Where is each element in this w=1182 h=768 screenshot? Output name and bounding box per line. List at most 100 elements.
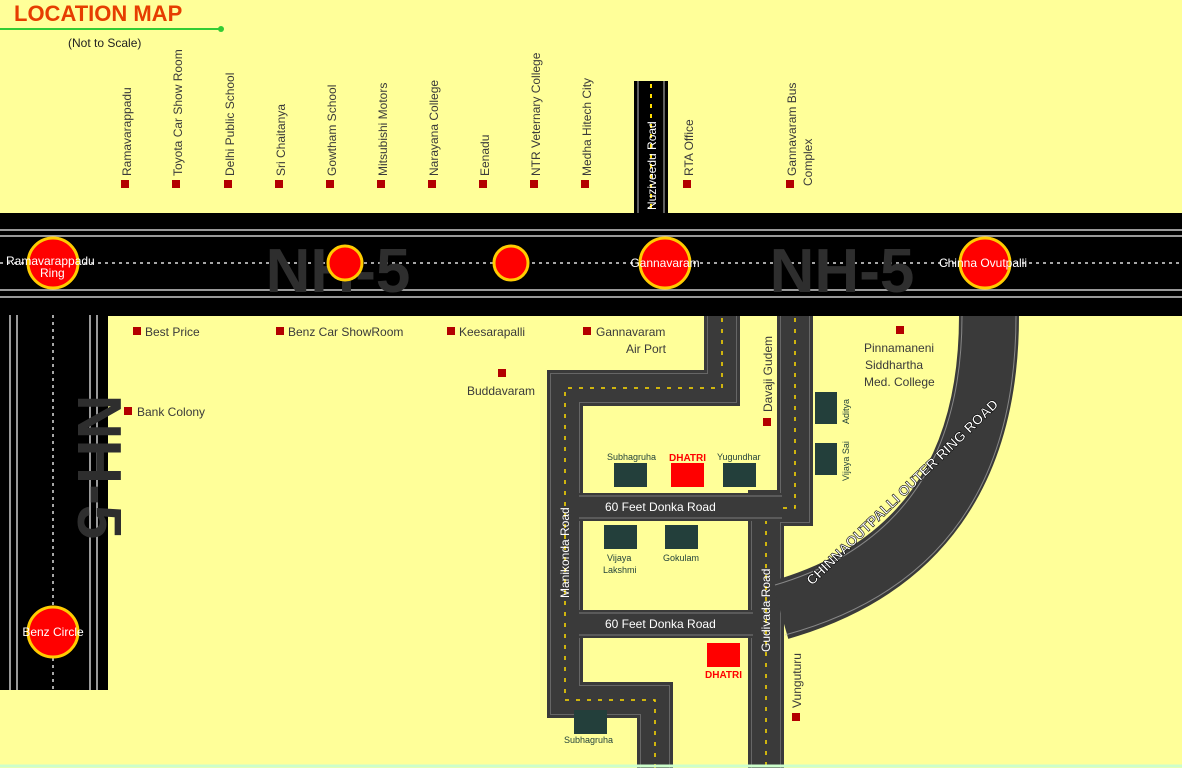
landmark-marker [133, 327, 141, 335]
landmark-toyota: Toyota Car Show Room [171, 49, 185, 188]
landmark-label: Pinnamaneni [864, 341, 934, 355]
nh5-label-right: NH-5 [770, 237, 915, 306]
landmark-label: Benz Car ShowRoom [288, 325, 403, 339]
building-aditya: Aditya [815, 392, 851, 424]
junction-label: Ramavarappadu [6, 254, 95, 268]
building-block [815, 443, 837, 475]
building-label: Vijaya [607, 553, 631, 563]
landmark-label: Sri Chaitanya [274, 104, 288, 176]
landmark-label: Eenadu [478, 135, 492, 176]
building-subhagruha-top: Subhagruha [607, 452, 656, 487]
junction-label-line2: Ring [40, 266, 65, 280]
landmark-delhi-public-school: Delhi Public School [223, 73, 237, 188]
landmark-marker [530, 180, 538, 188]
landmark-medha-hitech: Medha Hitech City [580, 78, 594, 188]
building-block [815, 392, 837, 424]
buildings: Subhagruha DHATRI Yugundhar Vijaya Laksh… [564, 392, 851, 745]
title-underline-dot [218, 26, 224, 32]
map-title: LOCATION MAP [14, 1, 182, 26]
landmark-marker [498, 369, 506, 377]
landmark-marker [275, 180, 283, 188]
building-label: Aditya [841, 399, 851, 424]
landmark-marker [792, 713, 800, 721]
lower-landmarks: Best Price Benz Car ShowRoom Keesarapall… [124, 325, 935, 721]
building-subhagruha-bottom: Subhagruha [564, 710, 613, 745]
junction-gannavaram: Gannavaram [630, 236, 700, 290]
landmark-marker [583, 327, 591, 335]
building-vijaya-lakshmi: Vijaya Lakshmi [603, 525, 637, 575]
landmark-marker [683, 180, 691, 188]
building-label-line2: Lakshmi [603, 565, 637, 575]
building-block [671, 463, 704, 487]
landmark-label: Medha Hitech City [580, 78, 594, 176]
building-label: DHATRI [669, 453, 706, 464]
landmark-marker [121, 180, 129, 188]
landmark-marker [479, 180, 487, 188]
landmark-narayana-college: Narayana College [427, 80, 441, 188]
building-vijaya-sai: Vijaya Sai [815, 441, 851, 481]
landmark-gowtham-school: Gowtham School [325, 85, 339, 188]
building-block [604, 525, 637, 549]
donka-road-lower: 60 Feet Donka Road [579, 610, 753, 638]
landmark-vunguturu: Vunguturu [790, 653, 804, 721]
junctions: Ramavarappadu Ring Gannavaram Chinna Ovu… [6, 236, 1027, 659]
landmark-best-price: Best Price [133, 325, 200, 339]
junction-circle [958, 236, 1012, 290]
landmark-eenadu: Eenadu [478, 135, 492, 188]
building-label: DHATRI [705, 670, 742, 681]
landmark-label-line2: Air Port [626, 342, 667, 356]
landmark-bank-colony: Bank Colony [124, 405, 205, 419]
landmark-label-line2: Siddhartha [865, 358, 923, 372]
building-block [614, 463, 647, 487]
junction-chinna-ovutpalli: Chinna Ovutpalli [939, 236, 1027, 290]
landmark-label: Mitsubishi Motors [376, 83, 390, 176]
landmark-label-line2: Complex [801, 139, 815, 186]
donka-road-lower-label: 60 Feet Donka Road [605, 617, 716, 631]
landmark-label-line3: Med. College [864, 375, 935, 389]
landmark-marker [224, 180, 232, 188]
landmark-marker [763, 418, 771, 426]
landmark-label: Narayana College [427, 80, 441, 176]
landmark-label: Davaji Gudem [761, 336, 775, 412]
building-label: Vijaya Sai [841, 441, 851, 481]
landmark-label: Bank Colony [137, 405, 205, 419]
landmark-label: Gannavaram Bus [785, 83, 799, 176]
junction-benz-circle: Benz Circle [22, 605, 84, 659]
junction-label: Chinna Ovutpalli [939, 256, 1027, 270]
manikonda-road-label: Manikonda Road [558, 507, 572, 598]
junction-label: Gannavaram [630, 256, 699, 270]
landmark-buddavaram: Buddavaram [467, 369, 535, 398]
building-block [707, 643, 740, 667]
landmark-mitsubishi: Mitsubishi Motors [376, 83, 390, 188]
landmark-marker [124, 407, 132, 415]
landmark-gannavaram-airport: Gannavaram Air Port [583, 325, 667, 356]
landmark-label: Best Price [145, 325, 200, 339]
landmark-keesarapalli: Keesarapalli [447, 325, 525, 339]
building-block [723, 463, 756, 487]
donka-road-upper: 60 Feet Donka Road [579, 493, 782, 521]
top-landmarks: Ramavarappadu Toyota Car Show Room Delhi… [120, 49, 815, 188]
landmark-label: Ramavarappadu [120, 87, 134, 176]
landmark-marker [276, 327, 284, 335]
building-yugundhar: Yugundhar [717, 452, 761, 487]
junction-circle-small [326, 244, 364, 282]
building-label: Subhagruha [607, 452, 656, 462]
landmark-label: Gowtham School [325, 85, 339, 176]
building-label: Gokulam [663, 553, 699, 563]
junction-circle [638, 236, 692, 290]
landmark-ntr-college: NTR Veternary College [529, 52, 543, 188]
landmark-label: Toyota Car Show Room [171, 49, 185, 176]
nuziveedu-road-label: Nuziveedu Road [645, 121, 659, 210]
junction-circle [26, 236, 80, 290]
landmark-label: RTA Office [682, 119, 696, 176]
junction-ramavarappadu-ring: Ramavarappadu Ring [6, 236, 95, 290]
landmark-label: Gannavaram [596, 325, 665, 339]
landmark-benz-showroom: Benz Car ShowRoom [276, 325, 403, 339]
building-label: Subhagruha [564, 735, 613, 745]
landmark-marker [377, 180, 385, 188]
landmark-pinnamaneni: Pinnamaneni Siddhartha Med. College [864, 326, 935, 389]
donka-road-upper-label: 60 Feet Donka Road [605, 500, 716, 514]
landmark-sri-chaitanya: Sri Chaitanya [274, 104, 288, 188]
manikonda-road: Manikonda Road [547, 316, 740, 768]
